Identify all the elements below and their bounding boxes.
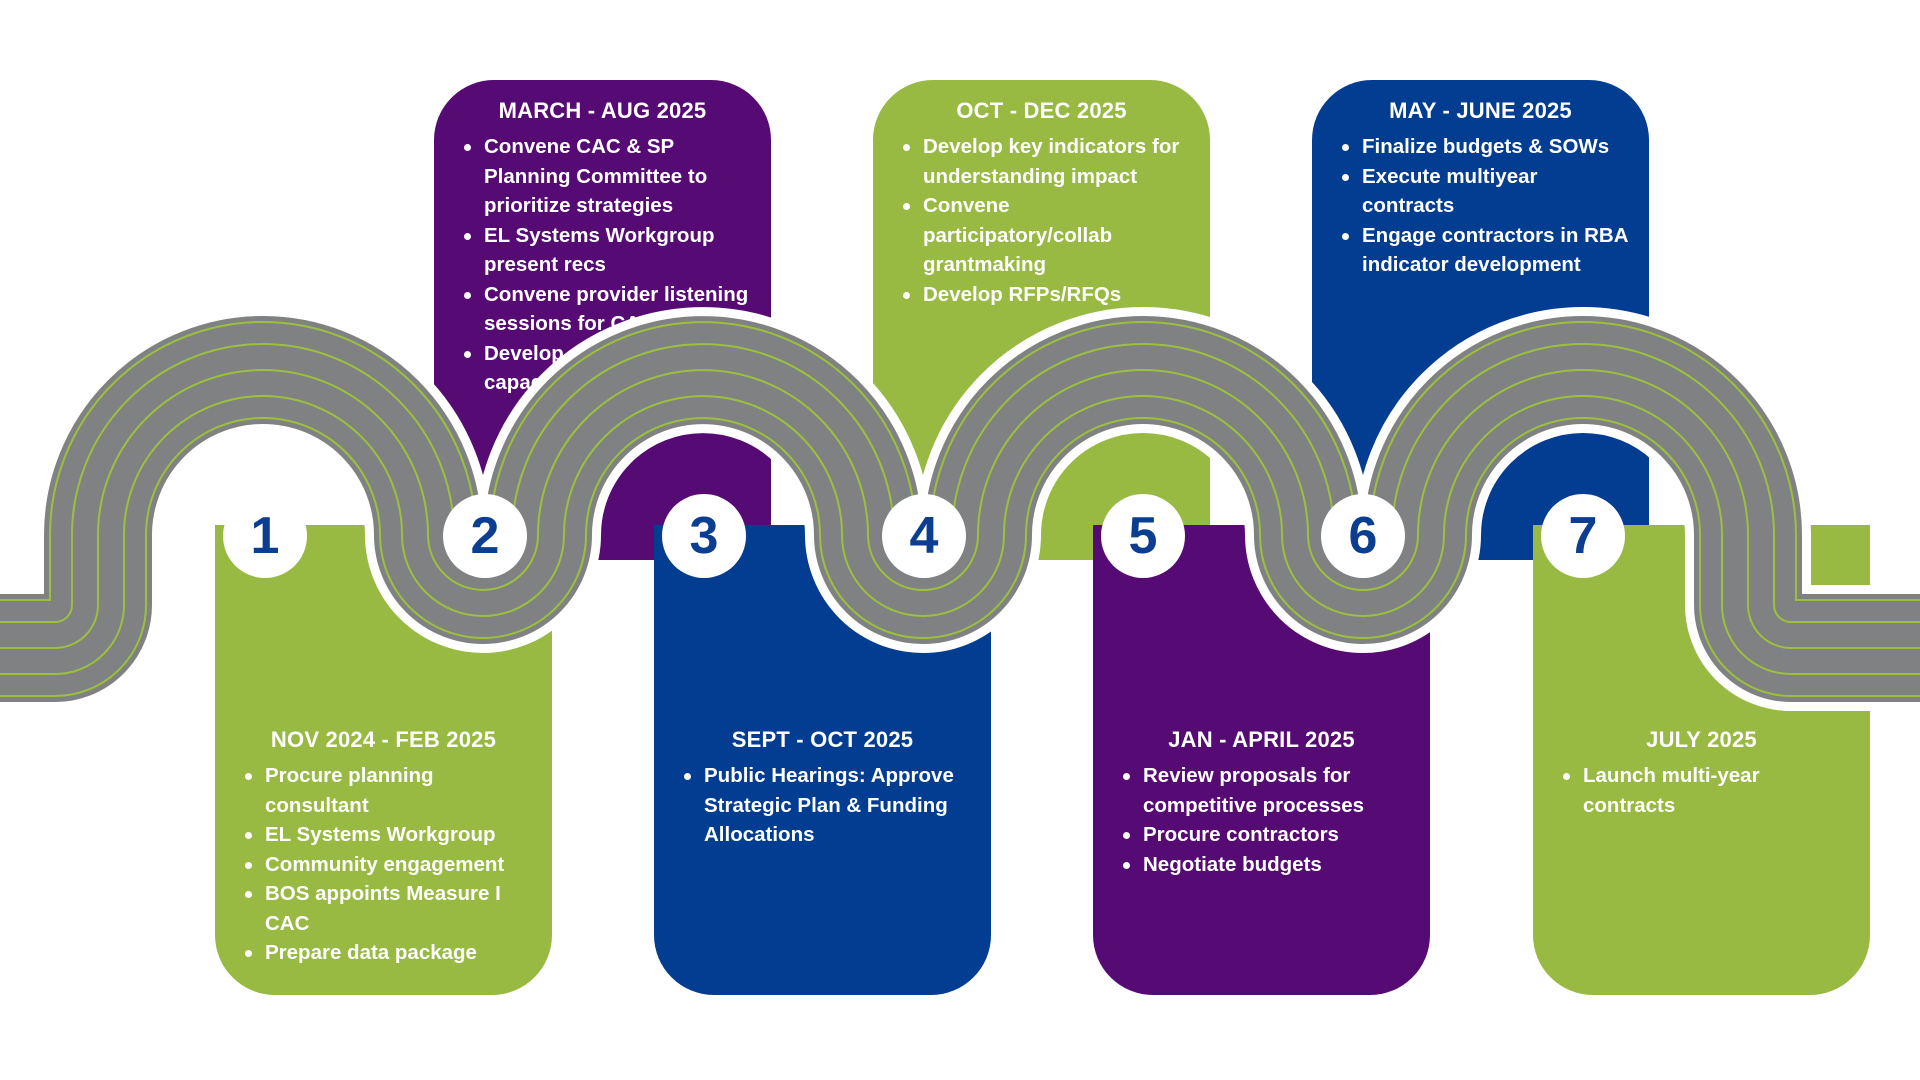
- step-4-item: Develop RFPs/RFQs: [901, 280, 1196, 310]
- step-2-badge: 2: [443, 494, 527, 578]
- step-4-list: Develop key indicators for understanding…: [873, 132, 1210, 309]
- step-7-badge: 7: [1541, 494, 1625, 578]
- step-4-badge: 4: [882, 494, 966, 578]
- step-2-item: Convene CAC & SP Planning Committee to p…: [462, 132, 757, 221]
- step-4-item: Develop key indicators for understanding…: [901, 132, 1196, 191]
- step-5-item: Negotiate budgets: [1121, 850, 1416, 880]
- step-6-item: Engage contractors in RBA indicator deve…: [1340, 221, 1635, 280]
- step-5-badge: 5: [1101, 494, 1185, 578]
- step-5-item: Review proposals for competitive process…: [1121, 761, 1416, 820]
- step-1-period: NOV 2024 - FEB 2025: [270, 727, 497, 752]
- step-3-list: Public Hearings: Approve Strategic Plan …: [654, 761, 991, 850]
- step-4-period: OCT - DEC 2025: [956, 98, 1127, 123]
- step-6-item: Finalize budgets & SOWs: [1340, 132, 1635, 162]
- step-5-item: Procure contractors: [1121, 820, 1416, 850]
- step-1-item: BOS appoints Measure I CAC: [243, 879, 538, 938]
- step-7-item: Launch multi-year contracts: [1561, 761, 1856, 820]
- step-5-period: JAN - APRIL 2025: [1168, 727, 1355, 752]
- step-1-list: Procure planning consultant EL Systems W…: [215, 761, 552, 968]
- step-6-list: Finalize budgets & SOWs Execute multiyea…: [1312, 132, 1649, 280]
- step-1-item: EL Systems Workgroup: [243, 820, 538, 850]
- step-1-item: Prepare data package: [243, 938, 538, 968]
- step-3-period: SEPT - OCT 2025: [731, 727, 914, 752]
- step-1-item: Community engagement: [243, 850, 538, 880]
- step-3-badge: 3: [662, 494, 746, 578]
- step-2-item: EL Systems Workgroup present recs: [462, 221, 757, 280]
- step-6-period: MAY - JUNE 2025: [1389, 98, 1572, 123]
- road-center-line: [0, 369, 1920, 649]
- step-5-list: Review proposals for competitive process…: [1093, 761, 1430, 879]
- step-2-period: MARCH - AUG 2025: [498, 98, 707, 123]
- step-6-item: Execute multiyear contracts: [1340, 162, 1635, 221]
- step-1-item: Procure planning consultant: [243, 761, 538, 820]
- step-7-period: JULY 2025: [1646, 727, 1757, 752]
- step-4-item: Convene participatory/collab grantmaking: [901, 191, 1196, 280]
- step-1-badge: 1: [223, 494, 307, 578]
- step-6-badge: 6: [1321, 494, 1405, 578]
- step-7-list: Launch multi-year contracts: [1533, 761, 1870, 820]
- step-3-item: Public Hearings: Approve Strategic Plan …: [682, 761, 977, 850]
